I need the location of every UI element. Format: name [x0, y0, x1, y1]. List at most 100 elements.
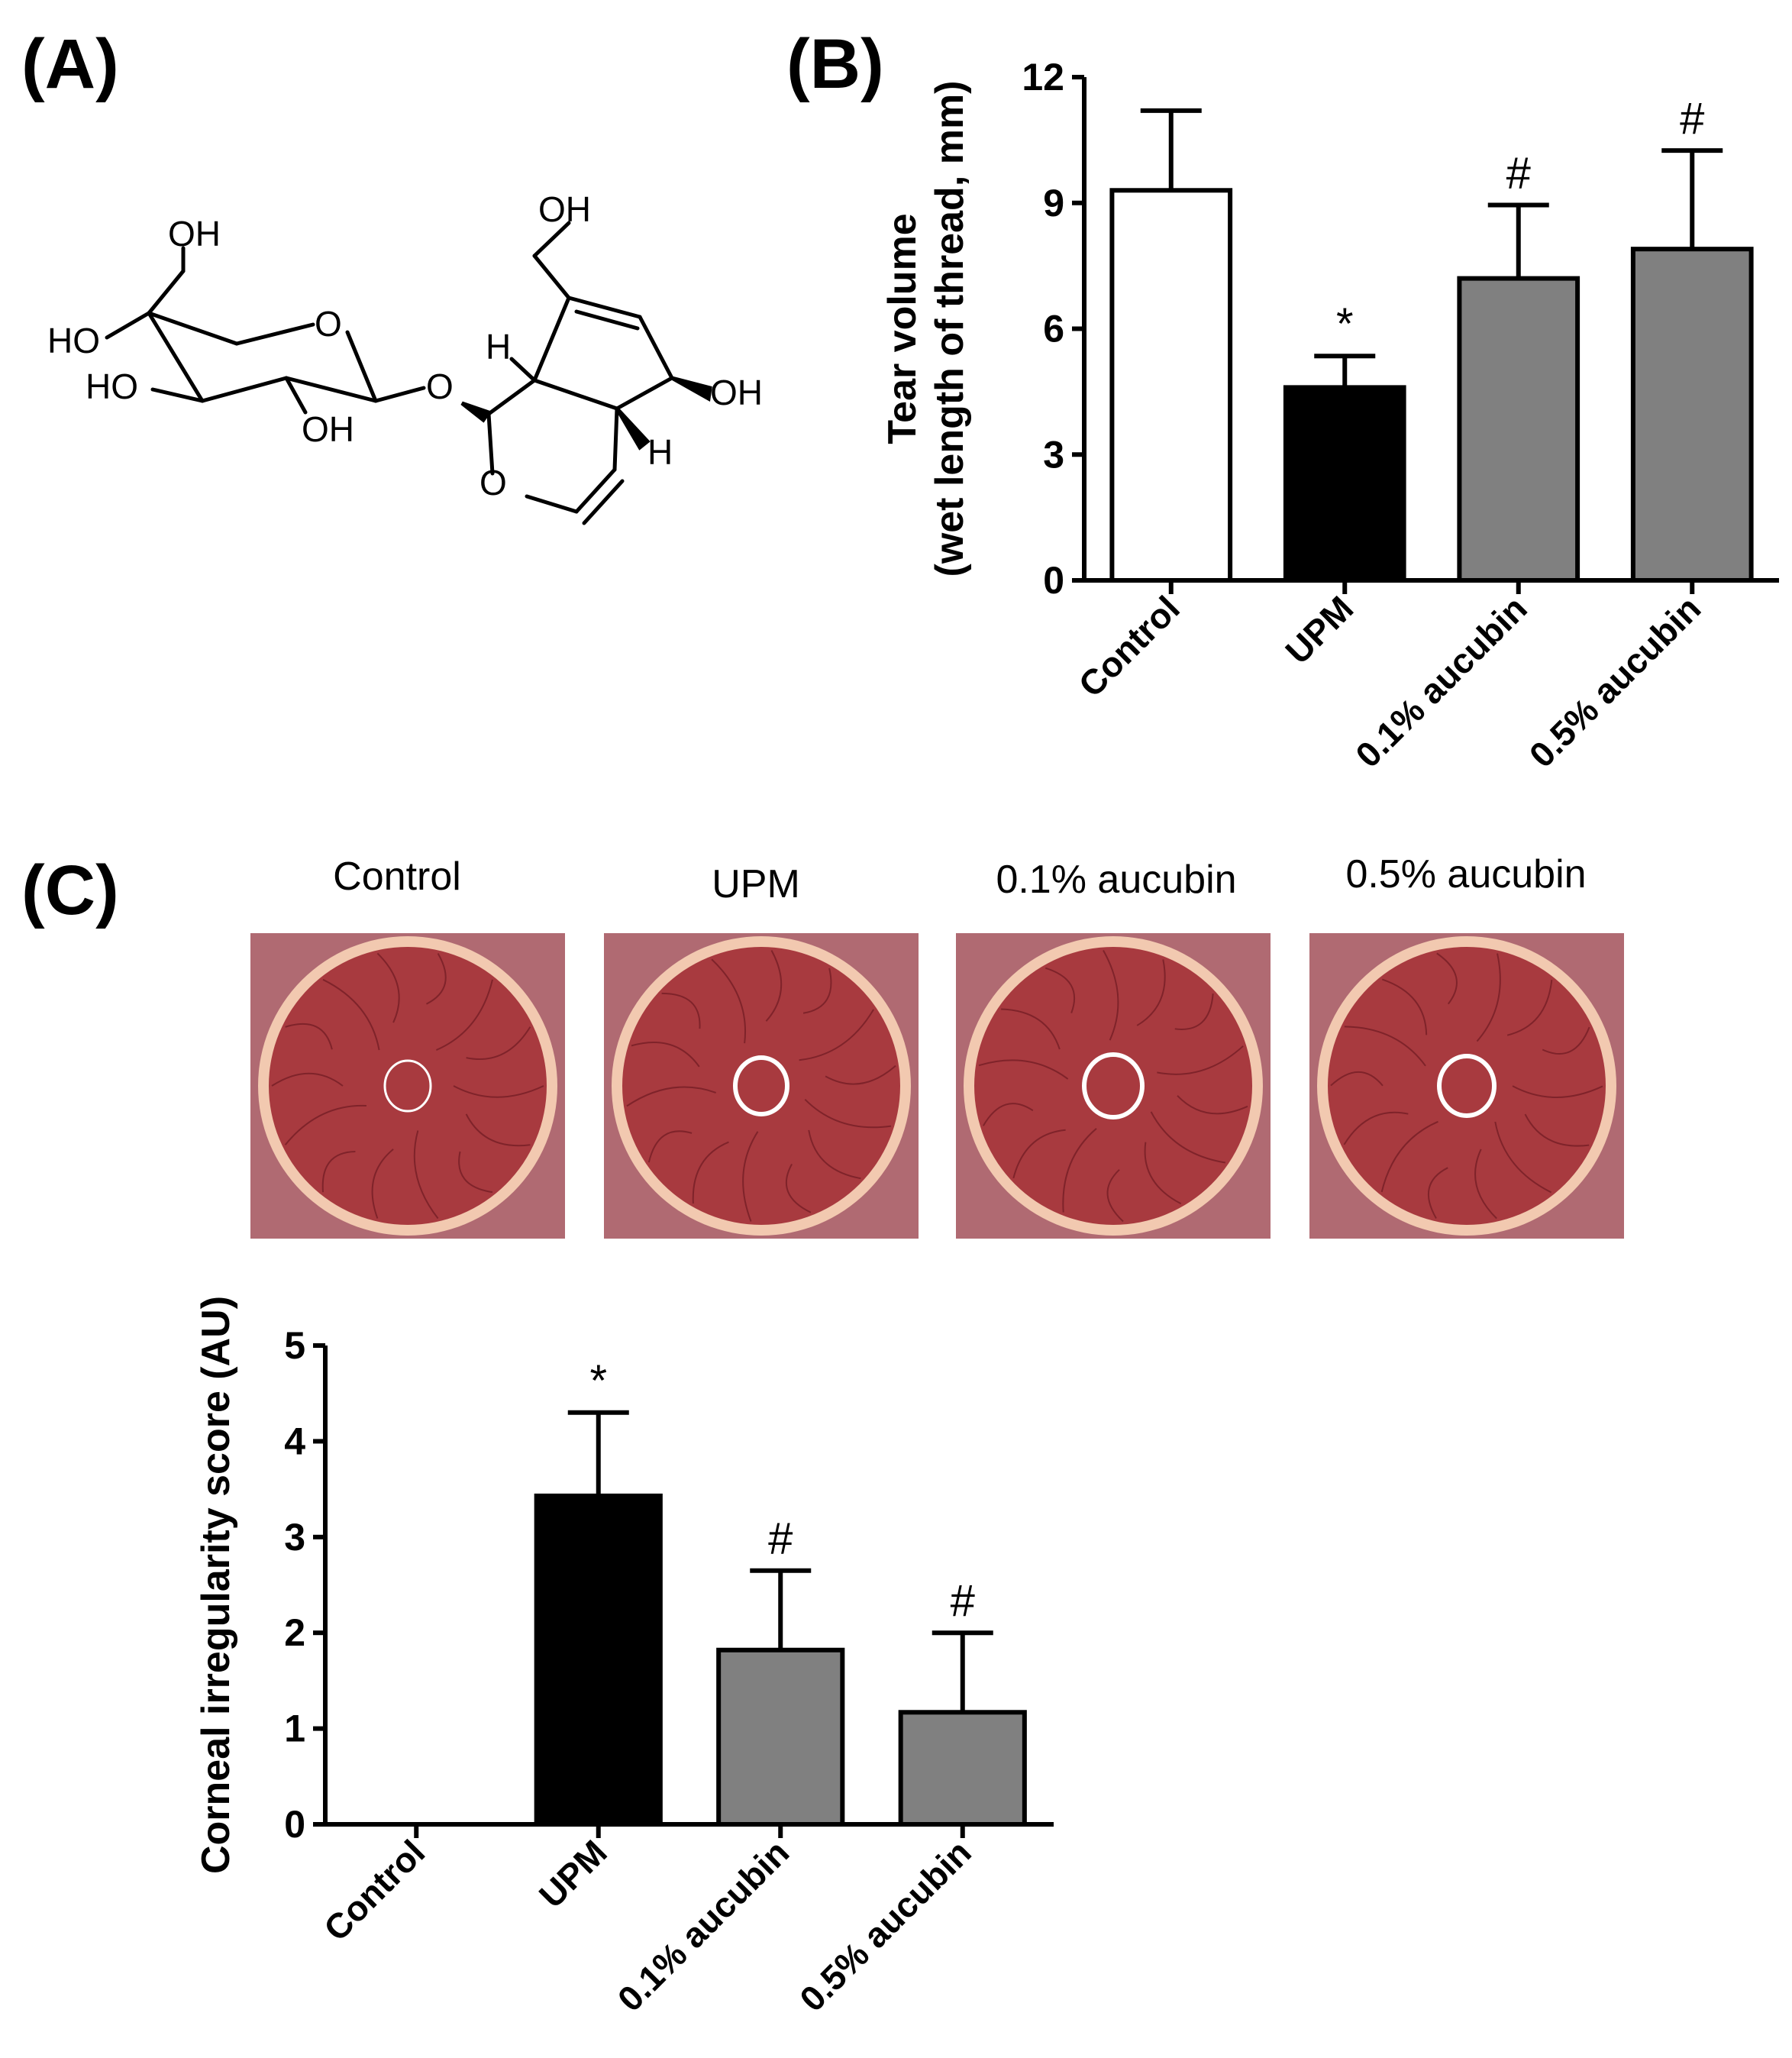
significance-mark-upm: * — [1336, 299, 1354, 349]
x-tick-label-0-1-aucubin: 0.1% aucubin — [610, 1832, 797, 2019]
cornea-disc — [622, 947, 900, 1225]
y-tick-label: 9 — [1043, 182, 1064, 225]
blood-vessel — [626, 1086, 716, 1107]
x-tick-label-control: Control — [1070, 588, 1187, 704]
blood-vessel — [1045, 967, 1075, 1013]
blood-vessel — [1344, 1026, 1426, 1067]
bar-upm — [1283, 385, 1406, 583]
cornea-photo-0-1-aucubin — [956, 933, 1271, 1239]
blood-vessel — [376, 952, 400, 1023]
reflection-ring — [1082, 1052, 1145, 1119]
mol-label-oh-right-top: OH — [538, 189, 591, 229]
blood-vessel — [1062, 1128, 1097, 1213]
mol-label-ho-2: HO — [86, 367, 138, 406]
mol-label-oh-right: OH — [710, 373, 763, 412]
mol-label-ring-o-glucose: O — [315, 304, 342, 344]
blood-vessel — [982, 1103, 1034, 1126]
y-tick-label: 1 — [284, 1707, 305, 1750]
mol-label-oh-top: OH — [168, 214, 221, 254]
blood-vessel — [1436, 952, 1458, 1005]
blood-vessel — [1524, 1113, 1590, 1147]
significance-mark-0-5-aucubin: # — [1680, 94, 1704, 144]
y-tick-label: 12 — [1022, 56, 1064, 99]
cornea-photo-0-5-aucubin — [1309, 933, 1624, 1239]
cornea-photo-upm — [604, 933, 919, 1239]
blood-vessel — [453, 1085, 544, 1098]
cornea-photo-control — [250, 933, 565, 1239]
mol-label-oh-bottom: OH — [302, 409, 354, 449]
y-axis-label: (wet length of thread, mm) — [928, 81, 972, 577]
bar-0-5-aucubin — [898, 1710, 1027, 1827]
blood-vessel — [802, 968, 832, 1014]
cornea-image — [956, 933, 1271, 1239]
y-tick-label: 0 — [284, 1803, 305, 1846]
significance-mark-0-5-aucubin: # — [951, 1576, 975, 1626]
blood-vessel — [1136, 959, 1166, 1026]
bar-0-1-aucubin — [716, 1647, 845, 1827]
blood-vessel — [284, 1105, 366, 1145]
cornea-disc — [974, 947, 1252, 1225]
panel-label-c: (C) — [21, 851, 119, 929]
blood-vessel — [1512, 1085, 1603, 1099]
y-tick-label: 3 — [284, 1516, 305, 1559]
mol-label-ho-1: HO — [47, 321, 100, 360]
panel-label-b: (B) — [786, 25, 884, 103]
bar-0-1-aucubin — [1457, 276, 1581, 583]
y-tick-label: 4 — [284, 1420, 305, 1462]
photo-caption-upm: UPM — [712, 862, 800, 906]
mol-label-h-1: H — [486, 327, 511, 367]
mol-label-ring-o-pyran: O — [479, 463, 507, 502]
cornea-image — [1309, 933, 1624, 1239]
y-axis-label: Tear volume — [880, 213, 925, 444]
blood-vessel — [1012, 1129, 1066, 1179]
x-tick-label-0-1-aucubin: 0.1% aucubin — [1348, 588, 1535, 775]
photo-caption-0-1-aucubin: 0.1% aucubin — [996, 858, 1237, 902]
photo-caption-control: Control — [333, 855, 461, 899]
mol-label-glycosidic-o: O — [426, 367, 454, 406]
y-tick-label: 6 — [1043, 308, 1064, 351]
blood-vessel — [1106, 1168, 1124, 1223]
blood-vessel — [321, 1151, 356, 1193]
blood-vessel — [465, 1113, 531, 1147]
blood-vessel — [1150, 1111, 1226, 1164]
blood-vessel — [1474, 1149, 1497, 1220]
blood-vessel — [711, 958, 746, 1044]
blood-vessel — [371, 1149, 394, 1219]
bar-0-5-aucubin — [1630, 247, 1754, 583]
blood-vessel — [271, 1072, 344, 1087]
blood-vessel — [692, 1141, 729, 1204]
blood-vessel — [1506, 979, 1553, 1036]
blood-vessel — [808, 1129, 861, 1180]
blood-vessel — [765, 950, 783, 1022]
blood-vessel — [1330, 1071, 1384, 1087]
blood-vessel — [785, 1163, 812, 1213]
blood-vessel — [458, 1151, 493, 1194]
aucubin-structure: OH OH O HO HO OH O H OH H O — [47, 189, 763, 525]
x-tick-label-0-5-aucubin: 0.5% aucubin — [1522, 588, 1709, 775]
blood-vessel — [466, 1026, 531, 1061]
blood-vessel — [1427, 1167, 1448, 1219]
blood-vessel — [1177, 1095, 1248, 1115]
blood-vessel — [647, 1130, 693, 1163]
significance-mark-upm: * — [589, 1356, 607, 1406]
blood-vessel — [799, 1009, 875, 1061]
y-axis-label: Corneal irregularity score (AU) — [194, 1296, 238, 1874]
y-tick-label: 3 — [1043, 433, 1064, 476]
panel-label-a: (A) — [21, 25, 119, 103]
blood-vessel — [1380, 1120, 1438, 1193]
cornea-disc — [1328, 947, 1606, 1225]
blood-vessel — [1001, 1008, 1061, 1050]
blood-vessel — [1144, 1142, 1182, 1205]
y-tick-label: 2 — [284, 1611, 305, 1654]
blood-vessel — [285, 1023, 333, 1050]
blood-vessel — [825, 1065, 896, 1085]
blood-vessel — [631, 1042, 700, 1068]
reflection-ring — [1437, 1054, 1497, 1118]
blood-vessel — [661, 992, 701, 1029]
cornea-disc — [269, 947, 547, 1225]
mol-label-h-2: H — [647, 432, 673, 472]
bar-control — [1109, 188, 1233, 583]
